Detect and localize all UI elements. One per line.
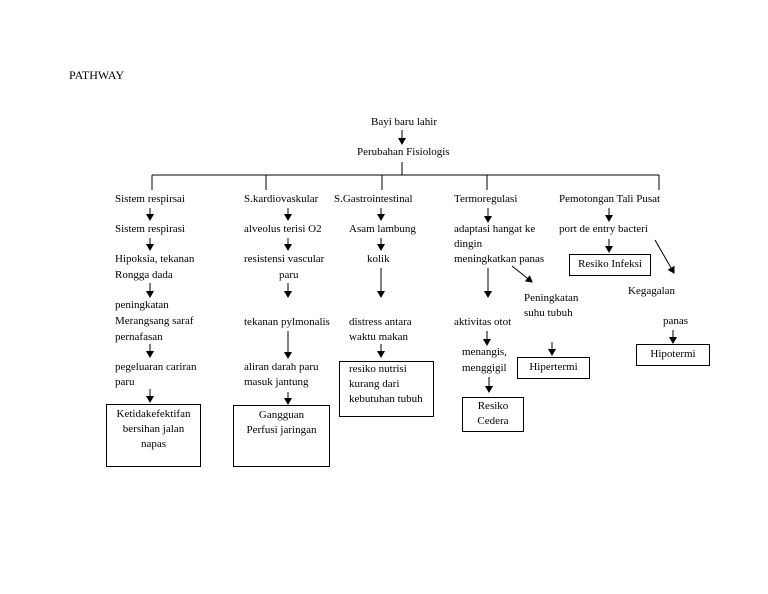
col3-diagnosis-line1: resiko nutrisi: [349, 363, 407, 375]
col5-node-1: port de entry bacteri: [559, 223, 648, 235]
col5-diagnosis-resiko-infeksi: Resiko Infeksi: [569, 254, 651, 276]
col1-diagnosis-line1: Ketidakefektifan: [116, 408, 191, 420]
col4-side-node-line1: Peningkatan: [524, 292, 579, 304]
col4-node-1-line1: adaptasi hangat ke: [454, 223, 536, 235]
col2-node-2-line1: resistensi vascular: [244, 253, 325, 265]
col4-node-1-line3: meningkatkan panas: [454, 253, 545, 265]
col5-diagnosis-1-label: Resiko Infeksi: [578, 258, 642, 270]
col4-header: Termoregulasi: [454, 193, 518, 205]
col5-diagnosis-2-label: Hipotermi: [650, 348, 696, 360]
col5-diagnosis-hipotermi: Hipotermi: [636, 344, 710, 366]
col3-node-3-line1: distress antara: [349, 316, 412, 328]
col3-node-3-line2: waktu makan: [349, 331, 408, 343]
col4-node-3-line1: menangis,: [462, 346, 507, 358]
col1-node-4-line1: pegeluaran cariran: [115, 361, 197, 373]
col3-node-2: kolik: [367, 253, 390, 265]
col1-diagnosis-line3: napas: [140, 438, 167, 450]
col5-node-2-line1: Kegagalan: [628, 285, 676, 297]
col1-node-3-line2: Merangsang saraf: [115, 315, 194, 327]
col1-node-3-line3: pernafasan: [115, 331, 163, 343]
col2-diagnosis-box: Gangguan Perfusi jaringan: [233, 405, 330, 467]
col2-node-2-line2: paru: [279, 269, 299, 281]
col1-node-2-line1: Hipoksia, tekanan: [115, 253, 195, 265]
col5-node-2-line2: panas: [663, 315, 689, 327]
root-node-perubahan-fisiologis: Perubahan Fisiologis: [357, 146, 450, 158]
col4-side-node-line2: suhu tubuh: [524, 307, 573, 319]
col3-node-1: Asam lambung: [349, 223, 416, 235]
col4-node-1-line2: dingin: [454, 238, 483, 250]
col4-node-3-line2: menggigil: [462, 362, 507, 374]
col3-diagnosis-line2: kurang dari: [349, 378, 400, 390]
col4-diagnosis-1-line2: Cedera: [477, 415, 509, 427]
col5-header: Pemotongan Tali Pusat: [559, 193, 661, 205]
col2-node-1: alveolus terisi O2: [244, 223, 322, 235]
col1-node-2-line2: Rongga dada: [115, 269, 173, 281]
col4-diagnosis-1-line1: Resiko: [477, 400, 509, 412]
col2-node-3: tekanan pylmonalis: [244, 316, 330, 328]
col2-node-4-line2: masuk jantung: [244, 376, 309, 388]
col4-diagnosis-hipertermi: Hipertermi: [517, 357, 590, 379]
col1-header: Sistem respirsai: [115, 193, 185, 205]
col1-node-4-line2: paru: [115, 376, 135, 388]
root-node-bayi-baru-lahir: Bayi baru lahir: [371, 116, 437, 128]
col4-diagnosis-resiko-cedera: Resiko Cedera: [462, 397, 524, 432]
page-title: PATHWAY: [69, 68, 125, 82]
col1-node-3-line1: peningkatan: [115, 299, 169, 311]
col2-header: S.kardiovaskular: [244, 193, 319, 205]
col2-diagnosis-line2: Perfusi jaringan: [246, 424, 317, 436]
col4-node-2: aktivitas otot: [454, 316, 512, 328]
col3-diagnosis-line3: kebutuhan tubuh: [349, 393, 423, 405]
col1-diagnosis-line2: bersihan jalan: [122, 423, 185, 435]
col1-diagnosis-box: Ketidakefektifan bersihan jalan napas: [106, 404, 201, 467]
col4-diagnosis-2-label: Hipertermi: [529, 361, 578, 373]
col3-header: S.Gastrointestinal: [334, 193, 413, 205]
col2-diagnosis-line1: Gangguan: [258, 409, 305, 421]
col3-diagnosis-box: resiko nutrisi kurang dari kebutuhan tub…: [339, 361, 434, 417]
col1-node-1: Sistem respirasi: [115, 223, 185, 235]
col2-node-4-line1: aliran darah paru: [244, 361, 319, 373]
